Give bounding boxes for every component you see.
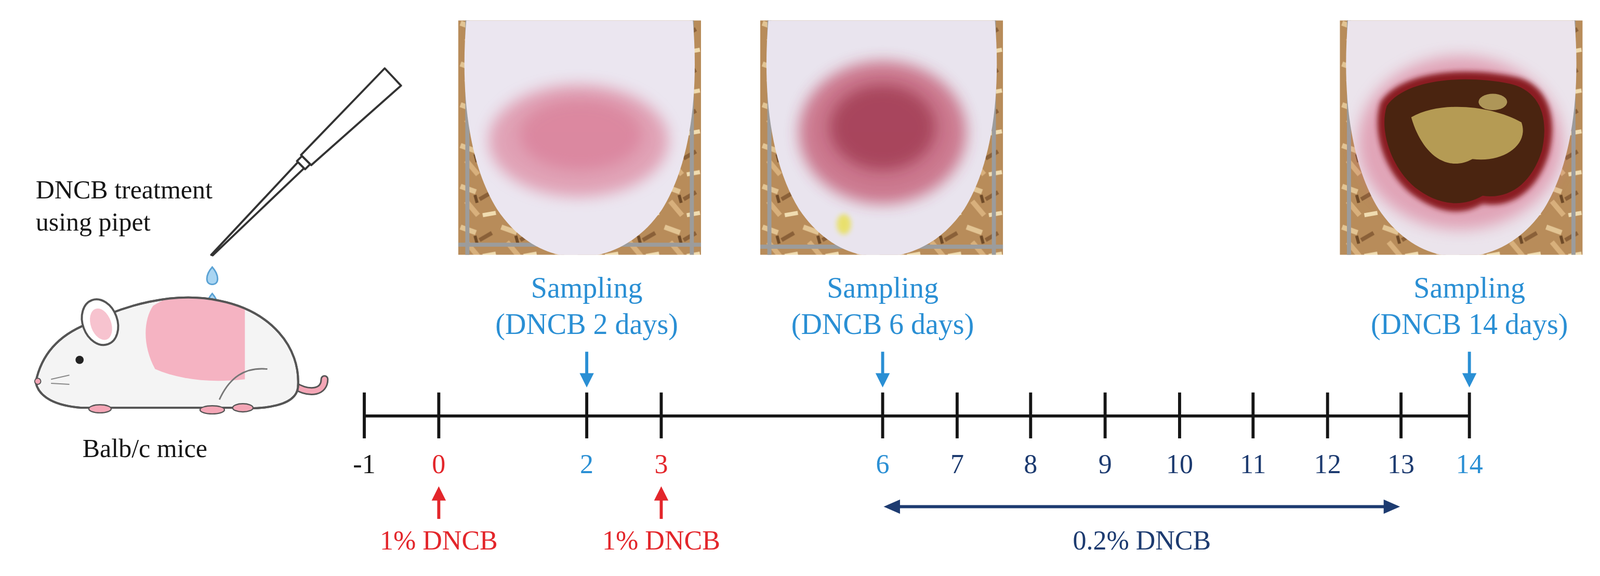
period-double-arrow: [883, 499, 1401, 514]
pipette-illustration: [210, 68, 401, 256]
day-number: -1: [352, 447, 376, 482]
timeline-axis: [364, 392, 1470, 439]
dose-label: 0.2% DNCB: [1072, 523, 1211, 558]
day-number: 8: [1023, 447, 1038, 482]
day-number: 3: [654, 447, 668, 482]
sampling-label: Sampling (DNCB 2 days): [495, 269, 679, 343]
treatment-arrow: [431, 486, 669, 520]
day-number: 12: [1314, 447, 1342, 482]
instruction-text: DNCB treatment using pipet: [35, 173, 214, 239]
day-number: 11: [1239, 447, 1266, 482]
strain-label: Balb/c mice: [82, 432, 208, 466]
day-number: 6: [876, 447, 890, 482]
day-number: 10: [1166, 447, 1194, 482]
day-number: 14: [1456, 447, 1484, 482]
dose-label: 1% DNCB: [379, 523, 498, 558]
day-number: 2: [579, 447, 594, 482]
mouse-photo: [760, 20, 1003, 257]
day-number: 0: [431, 447, 446, 482]
sampling-label: Sampling (DNCB 14 days): [1370, 269, 1569, 343]
mouse-illustration: [34, 293, 325, 415]
day-number: 7: [950, 447, 964, 482]
dose-label: 1% DNCB: [602, 523, 721, 558]
sampling-arrow: [579, 351, 1477, 388]
day-number: 9: [1098, 447, 1113, 482]
sampling-label: Sampling (DNCB 6 days): [791, 269, 975, 343]
mouse-photo: [458, 20, 702, 257]
day-number: 13: [1387, 447, 1415, 482]
mouse-photo: [1339, 20, 1583, 257]
